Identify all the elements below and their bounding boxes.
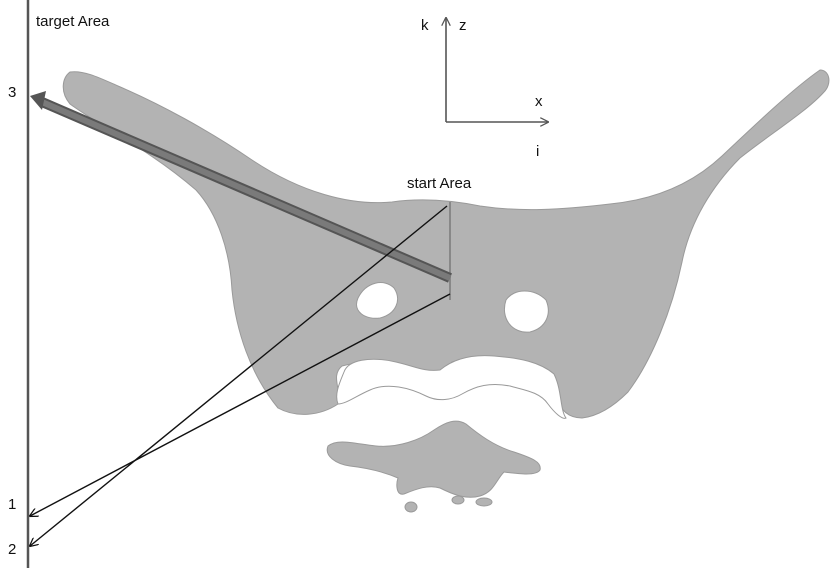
small-fragment-mid	[452, 496, 464, 504]
point-3-label: 3	[8, 84, 16, 101]
start-area-label: start Area	[407, 175, 472, 192]
lower-opening	[337, 356, 566, 419]
target-area-label: target Area	[36, 13, 110, 30]
axis-x-label: x	[535, 93, 543, 110]
point-2-label: 2	[8, 541, 16, 558]
point-1-label: 1	[8, 496, 16, 513]
axis-z-label: z	[459, 17, 467, 34]
axis-i-label: i	[536, 143, 539, 160]
right-foramen	[504, 291, 548, 332]
lower-fragment	[327, 421, 540, 497]
small-fragment-right	[476, 498, 492, 506]
small-fragment-left	[405, 502, 417, 512]
axis-k-label: k	[421, 17, 429, 34]
